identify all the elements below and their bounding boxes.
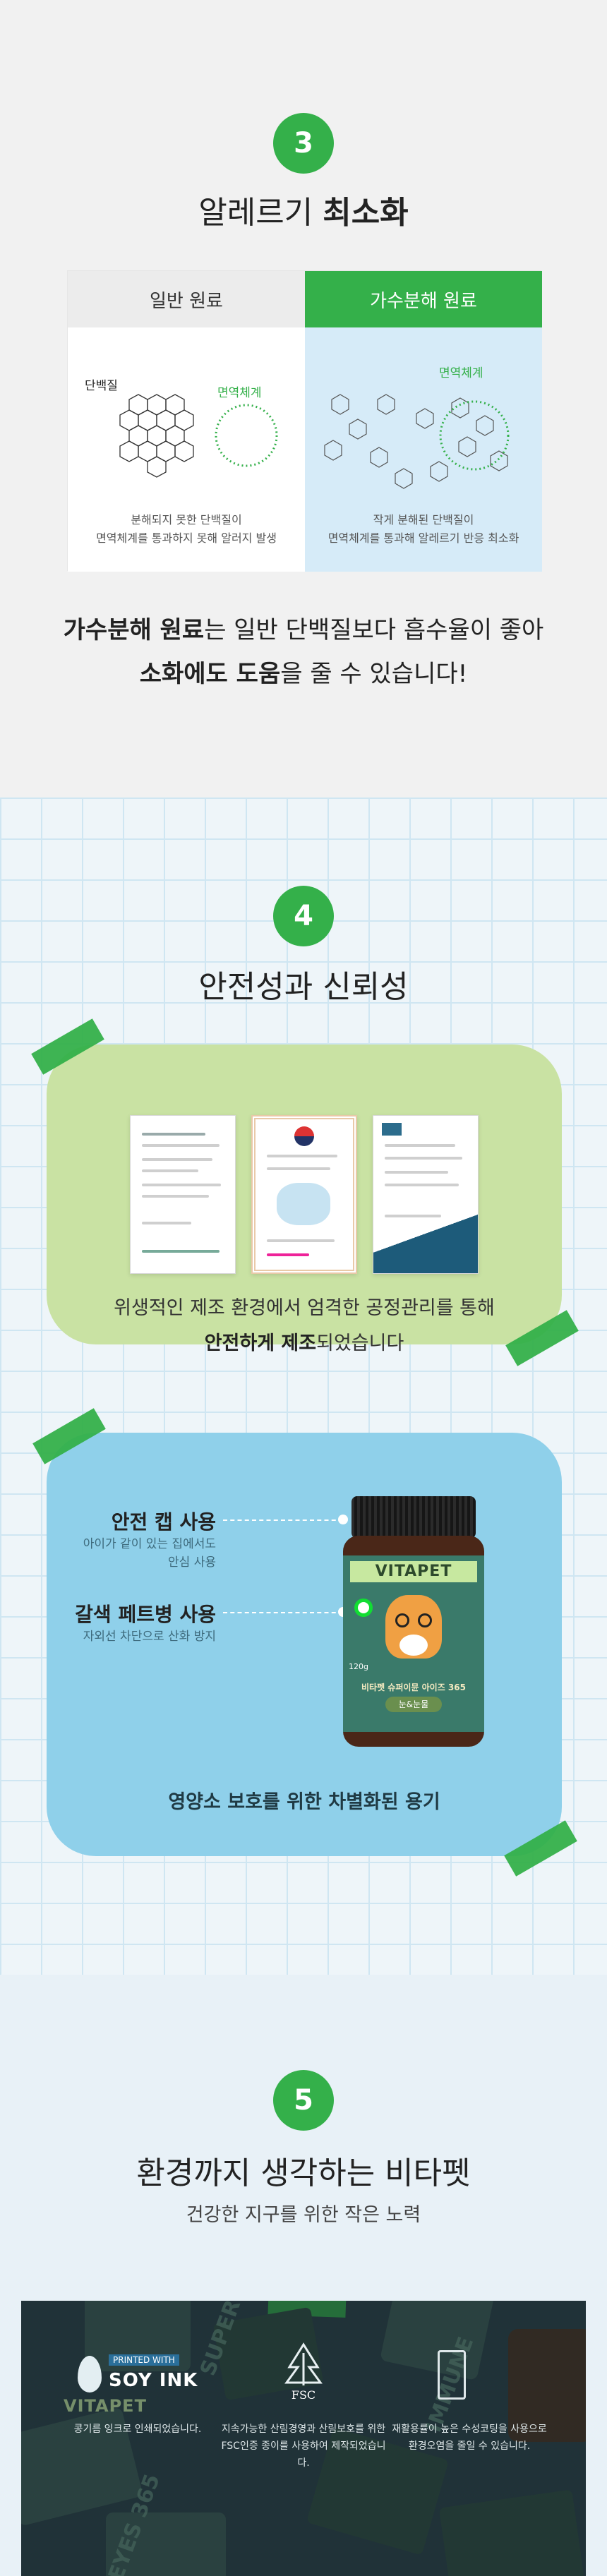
feature-safety-cap-title: 안전 캡 사용 [111,1510,216,1534]
label-immune-right: 면역체계 [439,366,483,380]
pane-normal: 단백질 면역체계 [68,327,305,572]
tape-decoration [31,1018,104,1075]
label-protein: 단백질 [85,379,118,393]
step-badge-4: 4 [273,886,334,946]
recycle-desc-1: 재활용률이 높은 수성코팅을 사용으로 [392,2424,547,2435]
bottle-brand: VITAPET [350,1561,477,1582]
tape-decoration [32,1408,106,1464]
soy-ink-desc: 콩기름 잉크로 인쇄되었습니다. [73,2424,202,2435]
caption-hydrolyzed-1: 작게 분해된 단백질이 [373,513,474,526]
fsc-label: FSC [291,2388,316,2402]
desc-highlight-2: 소화에도 도움 [139,660,281,688]
recycle-bottle-icon [438,2350,466,2400]
recycle-desc-2: 환경오염을 줄일 수 있습니다. [408,2440,531,2452]
title-highlight: 최소화 [323,195,409,231]
feature-brown-bottle-title: 갈색 페트병 사용 [75,1603,216,1626]
pane-hydrolyzed: 면역체계 작게 분해된 단백질이 [305,327,542,572]
shiba-dog-illustration [385,1595,442,1659]
caption-normal-1: 분해되지 못한 단백질이 [131,513,242,526]
connector-line [223,1612,343,1613]
connector-dot [338,1515,348,1524]
eco-product-photo: VITAPET SUPER IMMUNE EYES 365 PRINTED WI… [21,2301,586,2576]
eco-section: 5 환경까지 생각하는 비타펫 건강한 지구를 위한 작은 노력 VITAPET… [0,1975,607,2576]
title-text: 알레르기 [198,195,323,231]
fsc-tree-icon [284,2342,323,2385]
certificate-document-1 [130,1115,236,1274]
scattered-hexagon-diagram [324,394,510,489]
header-normal: 일반 원료 [68,271,305,327]
caption-hydrolyzed-2: 면역체계를 통과해 알레르기 반응 최소화 [327,531,519,545]
connector-line [223,1519,343,1521]
bottle-product-name: 비타펫 슈퍼이뮨 아이즈 365 [361,1683,466,1692]
ink-drop-icon [78,2356,102,2393]
desc-text-2: 을 줄 수 있습니다! [280,660,468,688]
label-immune-left: 면역체계 [217,386,262,400]
header-hydrolyzed: 가수분해 원료 [305,271,542,327]
manufacturing-rest: 되었습니다 [316,1332,404,1354]
allergy-desc-line1: 가수분해 원료는 일반 단백질보다 흡수율이 좋아 [0,608,607,652]
section-title-eco: 환경까지 생각하는 비타펫 [136,2155,471,2191]
manufacturing-text-line2: 안전하게 제조되었습니다 [47,1327,562,1361]
desc-highlight-1: 가수분해 원료 [63,616,205,644]
container-card: 안전 캡 사용 아이가 같이 있는 집에서도 안심 사용 갈색 페트병 사용 자… [32,1408,577,1877]
soy-ink-label: SOY INK [109,2370,198,2391]
fsc-desc-1: 지속가능한 산림경영과 산림보호를 위한 [221,2424,386,2435]
section-subtitle-eco: 건강한 지구를 위한 작은 노력 [186,2204,421,2226]
eye-icon [354,1599,373,1617]
manufacturing-highlight: 안전하게 제조 [204,1332,317,1354]
hexagon-cluster-diagram [119,394,278,478]
feature-safety-cap-desc1: 아이가 같이 있는 집에서도 [83,1537,216,1551]
fsc-desc-2: FSC인증 종이를 사용하여 제작되었습니다. [221,2440,386,2469]
section-title-safety: 안전성과 신뢰성 [198,969,409,1005]
soy-printed-label: PRINTED WITH [109,2354,179,2366]
allergy-desc-line2: 소화에도 도움을 줄 수 있습니다! [0,652,607,696]
tape-decoration [504,1820,577,1877]
step-badge-5: 5 [273,2070,334,2131]
step-badge-3: 3 [273,113,334,174]
manufacturing-card: 위생적인 제조 환경에서 엄격한 공정관리를 통해 안전하게 제조되었습니다 [31,1018,579,1366]
soy-ink-logo: PRINTED WITH SOY INK [78,2352,219,2415]
desc-text-1: 는 일반 단백질보다 흡수율이 좋아 [204,616,544,644]
manufacturing-text-line1: 위생적인 제조 환경에서 엄격한 공정관리를 통해 [114,1297,495,1319]
section-title-allergy: 알레르기 최소화 [0,187,607,232]
caption-normal-2: 면역체계를 통과하지 못해 알러지 발생 [96,531,277,545]
feature-safety-cap-desc2: 안심 사용 [168,1555,216,1570]
allergy-section: 3 알레르기 최소화 일반 원료 가수분해 원료 단백질 면역체계 [0,0,607,798]
bottle-category-badge: 눈&눈물 [385,1697,442,1712]
jar-brand-text: VITAPET [64,2396,147,2416]
feature-brown-bottle-desc: 자외선 차단으로 산화 방지 [83,1630,216,1644]
bottle-weight: 120g [349,1662,368,1671]
certificate-document-3 [373,1115,479,1274]
safety-section: 4 안전성과 신뢰성 [0,798,607,1975]
container-caption: 영양소 보호를 위한 차별화된 용기 [168,1791,440,1813]
supplement-bottle-image: VITAPET 120g 비타펫 슈퍼이뮨 아이즈 365 눈&눈물 [343,1496,484,1747]
certificate-document-2 [251,1115,357,1274]
comparison-table: 일반 원료 가수분해 원료 단백질 면역체계 [67,270,542,572]
fsc-logo: FSC [282,2339,325,2402]
